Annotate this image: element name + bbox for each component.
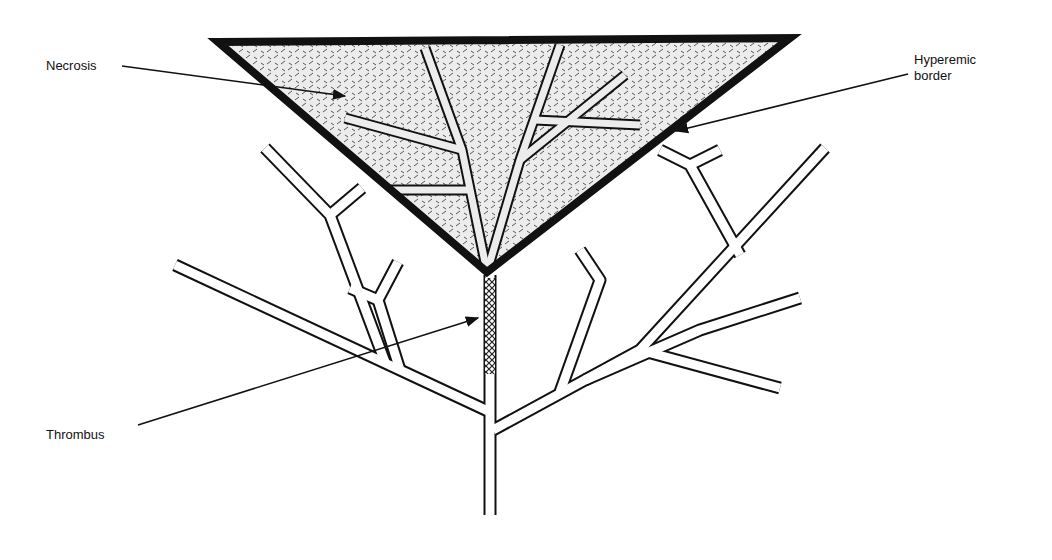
leader-lines bbox=[122, 66, 908, 425]
leader-line bbox=[122, 66, 345, 96]
part-label: Hyperemic border bbox=[914, 52, 992, 84]
part-label: Thrombus bbox=[46, 427, 105, 443]
leader-line bbox=[676, 74, 908, 131]
hyperemic-border bbox=[218, 38, 790, 272]
leader-line bbox=[138, 318, 478, 425]
necrotic-zone bbox=[218, 38, 790, 272]
necrotic-vessels bbox=[345, 45, 640, 272]
part-label: Necrosis bbox=[46, 58, 97, 74]
thrombus-symbol bbox=[485, 278, 495, 374]
